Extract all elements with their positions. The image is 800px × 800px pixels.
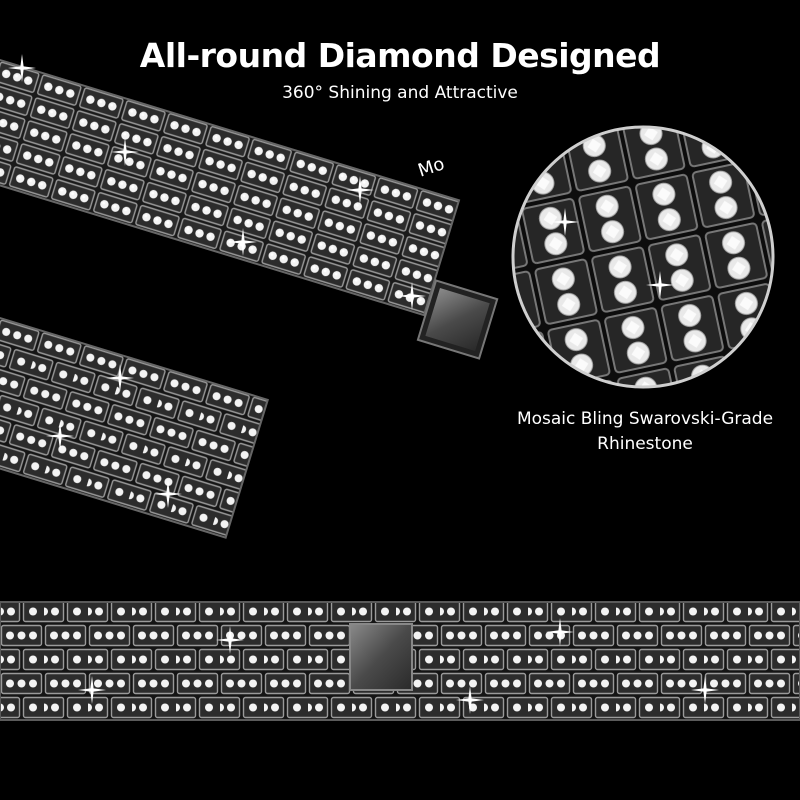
headline-subtitle: 360° Shining and Attractive [282, 83, 518, 103]
bottom-band-clasp [349, 623, 413, 691]
callout-caption: Mosaic Bling Swarovski-Grade Rhinestone [500, 407, 790, 457]
upper-band [0, 55, 461, 317]
bottom-band [0, 601, 800, 721]
callout-line-2: Rhinestone [597, 434, 693, 454]
band-clasp [416, 279, 499, 360]
headline-title: All-round Diamond Designed [139, 36, 661, 75]
magnified-detail [511, 125, 775, 389]
lower-left-band [0, 313, 270, 539]
callout-line-1: Mosaic Bling Swarovski-Grade [516, 409, 774, 429]
